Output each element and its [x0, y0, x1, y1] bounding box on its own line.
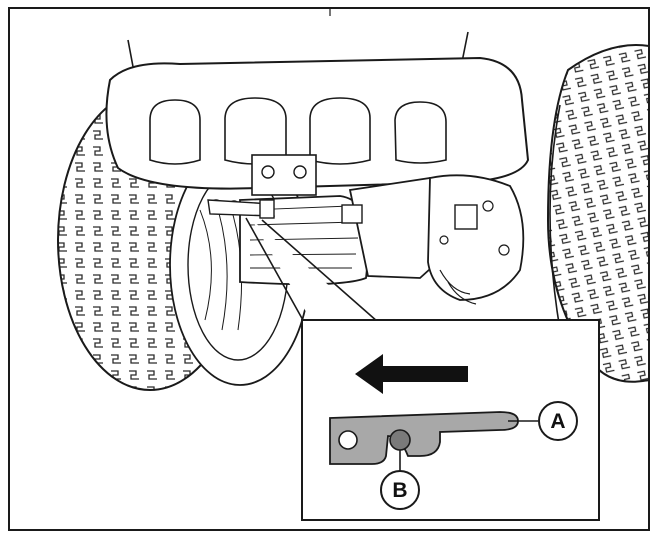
callout-b: B — [380, 470, 420, 510]
callout-a: A — [538, 401, 578, 441]
direction-arrow-icon — [355, 354, 468, 394]
inset-leader — [245, 217, 379, 323]
brake-pin — [389, 429, 411, 451]
lever-plate — [329, 411, 519, 465]
brake-lever — [207, 199, 275, 219]
plate-hole — [338, 430, 358, 450]
callout-b-label: B — [392, 479, 407, 502]
inset-box: A B — [301, 319, 600, 521]
chassis-body — [105, 56, 530, 196]
callout-a-label: A — [550, 410, 565, 433]
